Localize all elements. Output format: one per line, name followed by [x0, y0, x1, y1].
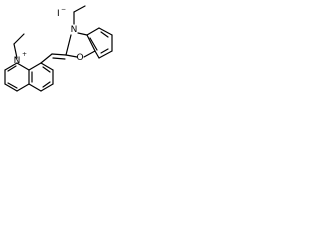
ring-bond — [40, 83, 54, 92]
bridge-double-bond — [52, 57, 66, 60]
ring-double-bond — [100, 31, 109, 38]
ring-bond — [28, 83, 42, 92]
ethyl-bond — [73, 5, 86, 13]
ring-bond — [98, 27, 113, 36]
atom-labels: N + N O — [14, 25, 84, 66]
ring-double-bond — [7, 65, 17, 72]
benzoxazole-nitrogen-label: N — [71, 25, 78, 35]
methine-bridge — [40, 53, 67, 64]
ring-bond — [4, 83, 18, 92]
ring-bond — [94, 50, 100, 59]
ring-bond — [4, 62, 18, 71]
bridge-bond — [51, 53, 67, 56]
ethyl-bond — [13, 43, 18, 59]
benzoxazole-ring-system — [65, 27, 113, 59]
ring-bond — [40, 62, 54, 71]
ring-bond — [86, 34, 96, 52]
ring-bond — [28, 62, 42, 71]
quinolinium-positive-charge: + — [22, 51, 27, 58]
quinolinium-ring-system — [4, 62, 54, 92]
chemical-structure-diagram: N + N O I − — [4, 5, 113, 92]
benzoxazole-oxygen-label: O — [76, 53, 83, 63]
ring-double-bond — [42, 66, 51, 73]
quinolinium-ethyl-group — [13, 33, 25, 59]
ring-bond — [65, 54, 78, 58]
ring-bond — [98, 50, 113, 59]
iodide-counterion: I − — [57, 6, 66, 19]
benzoxazole-ethyl-group — [73, 5, 86, 25]
ring-double-bond — [42, 81, 51, 88]
ethyl-bond — [13, 33, 25, 45]
iodide-symbol: I — [57, 9, 60, 19]
ring-bond — [86, 27, 100, 36]
ring-bond — [16, 83, 30, 92]
ring-bond — [16, 62, 30, 71]
ring-bond — [83, 50, 96, 58]
ring-double-bond — [100, 48, 109, 54]
ring-double-bond — [7, 82, 18, 89]
ring-double-bond — [89, 37, 98, 51]
iodide-negative-charge: − — [61, 6, 66, 13]
bridge-bond — [40, 53, 53, 64]
ring-bond — [77, 32, 88, 36]
quinolinium-nitrogen-label: N — [14, 56, 21, 66]
ring-bond — [65, 34, 72, 56]
